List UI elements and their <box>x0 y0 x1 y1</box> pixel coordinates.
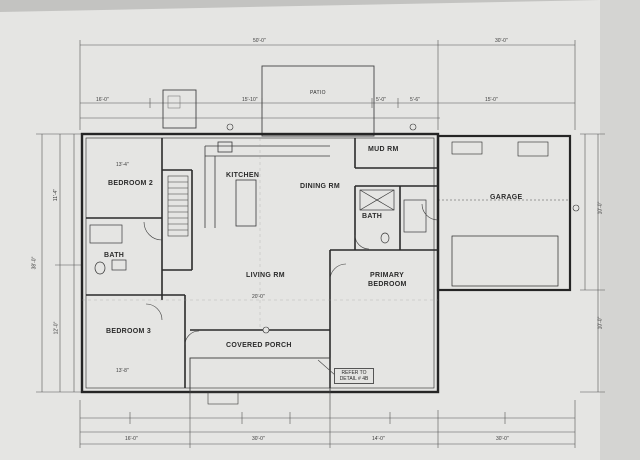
dim-bed2-width: 13'-4" <box>116 162 129 168</box>
bath-fixtures <box>89 189 427 275</box>
section-markers <box>226 123 580 334</box>
dimension-lines-right <box>580 133 605 393</box>
dim-left-b: 12'-0" <box>53 321 60 335</box>
covered-porch <box>189 357 331 410</box>
dim-bottom-right: 30'-0" <box>496 436 509 442</box>
stairs <box>167 175 189 237</box>
room-label-bedroom-2: BEDROOM 2 <box>108 180 154 187</box>
callout-line-2: DETAIL # 4B <box>339 376 369 382</box>
room-label-garage: GARAGE <box>490 194 523 201</box>
room-label-bath-right: BATH <box>362 213 383 220</box>
room-label-bath-left: BATH <box>104 252 125 259</box>
dim-top-overall: 50'-0" <box>253 38 266 44</box>
room-label-covered-porch: COVERED PORCH <box>226 342 292 349</box>
dim-top-right-c: 15'-0" <box>485 97 498 103</box>
callout-leader <box>317 359 336 376</box>
room-label-bedroom-3: BEDROOM 3 <box>106 328 152 335</box>
dim-right-a: 10'-0" <box>597 201 604 215</box>
dim-top-right-b: 5'-6" <box>410 97 420 103</box>
dim-top-right-a: 5'-0" <box>376 97 386 103</box>
dim-top-right: 30'-0" <box>495 38 508 44</box>
kitchen-fixtures <box>204 141 330 228</box>
room-label-mud: MUD RM <box>368 146 399 153</box>
patio-outline <box>261 65 375 137</box>
room-label-kitchen: KITCHEN <box>226 172 260 179</box>
detail-callout: REFER TO DETAIL # 4B <box>334 368 374 384</box>
dim-bottom-mid-b: 14'-0" <box>372 436 385 442</box>
callout-line-1: REFER TO <box>341 370 367 376</box>
room-label-living: LIVING RM <box>246 272 285 279</box>
dimension-lines-bottom <box>79 400 576 448</box>
room-label-dining: DINING RM <box>300 183 341 190</box>
room-label-primary-bedroom: BEDROOM <box>368 281 407 288</box>
dimension-lines-left <box>36 133 82 393</box>
dim-top-mid: 15'-10" <box>242 97 258 103</box>
dim-top-left-a: 16'-0" <box>96 97 109 103</box>
dim-right-b: 10'-0" <box>597 316 604 330</box>
garage-walls <box>436 134 572 292</box>
dim-left-overall: 38'-0" <box>31 256 38 270</box>
room-label-patio: PATIO <box>310 90 326 96</box>
dim-bed3-width: 13'-8" <box>116 368 129 374</box>
dim-bottom-mid: 30'-0" <box>252 436 265 442</box>
room-label-primary: PRIMARY <box>370 272 405 279</box>
dim-bottom-left: 16'-0" <box>125 436 138 442</box>
dim-left-a: 11'-4" <box>53 188 60 202</box>
dim-living-width: 20'-0" <box>252 294 265 300</box>
door-swings <box>143 203 439 346</box>
